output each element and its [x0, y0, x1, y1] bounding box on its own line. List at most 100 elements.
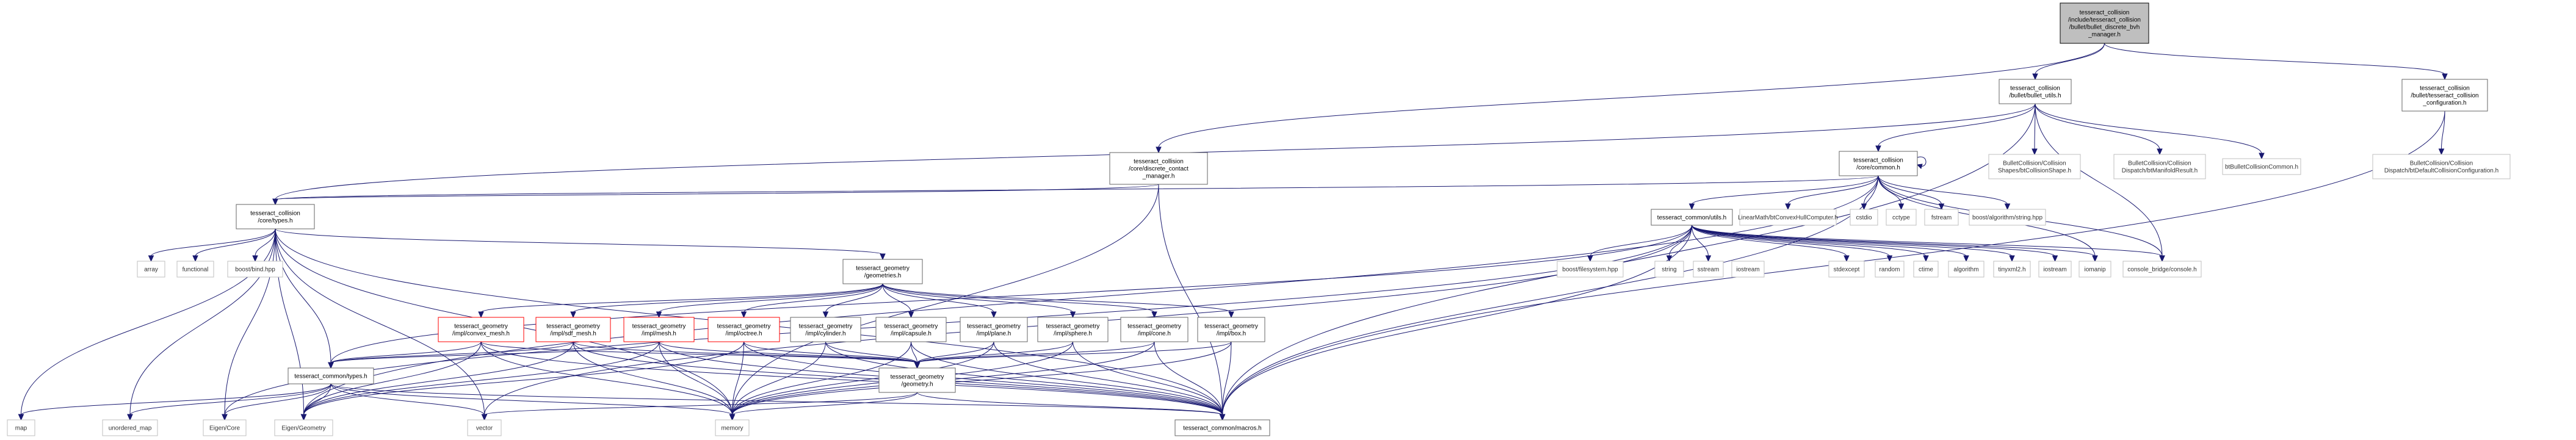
node-common_types[interactable]: tesseract_common/types.h [288, 367, 374, 384]
node-boost_bind[interactable]: boost/bind.hpp [227, 261, 283, 278]
node-eigen_geom[interactable]: Eigen/Geometry [274, 419, 333, 436]
node-convex_hull[interactable]: LinearMath/btConvexHullComputer.h [1738, 209, 1838, 226]
node-string[interactable]: string [1654, 261, 1684, 278]
node-bt_manifold[interactable]: BulletCollision/CollisionDispatch/btMani… [2113, 154, 2206, 179]
edge-line [573, 283, 883, 313]
arrowhead-icon [2442, 73, 2448, 81]
node-capsule[interactable]: tesseract_geometry/impl/capsule.h [875, 317, 947, 342]
node-map[interactable]: map [7, 419, 35, 436]
node-geometries[interactable]: tesseract_geometry/geometries.h [842, 259, 923, 284]
edge-core_common-to-eigen_geom [300, 175, 1879, 421]
node-fstream[interactable]: fstream [1924, 209, 1959, 226]
node-random[interactable]: random [1875, 261, 1905, 278]
node-eigen_core[interactable]: Eigen/Core [203, 419, 247, 436]
edge-core_common-to-core_types [272, 175, 1879, 206]
node-box [623, 317, 695, 342]
edge-line [21, 383, 331, 416]
node-functional[interactable]: functional [176, 261, 214, 278]
node-ctime[interactable]: ctime [1913, 261, 1939, 278]
node-layer: tesseract_collision/include/tesseract_co… [7, 2, 2511, 436]
node-iostream[interactable]: iostream [1731, 261, 1765, 278]
edge-line [330, 383, 485, 416]
node-label-line: tesseract_common/macros.h [1183, 425, 1261, 432]
arrowhead-icon [127, 414, 133, 421]
node-box [1693, 261, 1724, 278]
edge-common_utils-to-macros [1219, 225, 1692, 421]
node-unordered_map[interactable]: unordered_map [102, 419, 158, 436]
node-array[interactable]: array [137, 261, 165, 278]
node-sdf_mesh[interactable]: tesseract_geometry/impl/sdf_mesh.h [535, 317, 611, 342]
node-core_types[interactable]: tesseract_collision/core/types.h [236, 204, 315, 229]
node-box [236, 204, 315, 229]
node-bt_default_cfg[interactable]: BulletCollision/CollisionDispatch/btDefa… [2372, 154, 2511, 179]
node-label-line: string [1662, 267, 1676, 273]
node-stdexcept[interactable]: stdexcept [1828, 261, 1865, 278]
node-box [1924, 209, 1959, 226]
node-common_utils[interactable]: tesseract_common/utils.h [1651, 209, 1733, 226]
arrowhead-icon [1898, 203, 1905, 211]
node-box [2372, 154, 2511, 179]
edge-line [917, 392, 1223, 416]
node-box [707, 317, 780, 342]
node-mesh[interactable]: tesseract_geometry/impl/mesh.h [623, 317, 695, 342]
node-memory[interactable]: memory [715, 419, 750, 436]
edge-common_types-to-eigen_geom [300, 383, 331, 421]
node-cylinder[interactable]: tesseract_geometry/impl/cylinder.h [790, 317, 861, 342]
node-sstream[interactable]: sstream [1693, 261, 1724, 278]
node-bullet_config[interactable]: tesseract_collision/bullet/tesseract_col… [2401, 79, 2488, 112]
edge-line [480, 341, 917, 364]
node-geometry[interactable]: tesseract_geometry/geometry.h [878, 367, 956, 393]
node-console[interactable]: console_bridge/console.h [2122, 261, 2202, 278]
node-boost_fs[interactable]: boost/filesystem.hpp [1557, 261, 1624, 278]
edge-geometries-to-octree [740, 283, 883, 319]
node-sphere[interactable]: tesseract_geometry/impl/sphere.h [1037, 317, 1109, 342]
node-convex_mesh[interactable]: tesseract_geometry/impl/convex_mesh.h [438, 317, 524, 342]
edge-root-to-discrete_contact [1156, 43, 2105, 154]
arrowhead-icon [1069, 311, 1076, 319]
node-macros[interactable]: tesseract_common/macros.h [1174, 419, 1270, 436]
node-label-line: /impl/cone.h [1138, 331, 1171, 337]
node-discrete_contact[interactable]: tesseract_collision/core/discrete_contac… [1109, 152, 1208, 185]
arrowhead-icon [1228, 311, 1234, 319]
node-algorithm[interactable]: algorithm [1948, 261, 1984, 278]
node-plane[interactable]: tesseract_geometry/impl/plane.h [960, 317, 1028, 342]
edge-mesh-to-common_types [328, 341, 659, 369]
node-cctype[interactable]: cctype [1886, 209, 1917, 226]
node-box [1839, 151, 1918, 176]
node-box [1557, 261, 1624, 278]
edge-geometries-to-sdf_mesh [570, 283, 883, 319]
arrowhead-icon [2032, 73, 2038, 81]
node-box [1651, 209, 1733, 226]
node-box [2038, 261, 2072, 278]
node-label-line: tesseract_geometry [1046, 323, 1100, 330]
node-cone[interactable]: tesseract_geometry/impl/cone.h [1120, 317, 1189, 342]
edge-line [330, 341, 659, 364]
node-vector[interactable]: vector [467, 419, 502, 436]
node-bt_common[interactable]: btBulletCollisionCommon.h [2222, 158, 2301, 175]
node-box [102, 419, 158, 436]
edge-line [484, 392, 917, 416]
node-tinyxml2[interactable]: tinyxml2.h [1993, 261, 2031, 278]
edge-common_types-to-unordered_map [127, 383, 331, 421]
node-box [1875, 261, 1905, 278]
node-iomanip[interactable]: iomanip [2079, 261, 2111, 278]
arrowhead-icon [222, 414, 228, 421]
node-bt_collision_shape[interactable]: BulletCollision/CollisionShapes/btCollis… [1988, 154, 2081, 179]
node-octree[interactable]: tesseract_geometry/impl/octree.h [707, 317, 780, 342]
edge-line [825, 341, 1223, 416]
edge-line [275, 228, 304, 416]
node-box [2401, 79, 2488, 112]
edge-line [1222, 341, 1232, 416]
node-label-line: iomanip [2084, 267, 2105, 273]
arrowhead-icon [1923, 255, 1929, 262]
node-box [842, 259, 923, 284]
node-box[interactable]: tesseract_geometry/impl/box.h [1197, 317, 1265, 342]
node-core_common[interactable]: tesseract_collision/core/common.h [1839, 151, 1918, 176]
node-iostream2[interactable]: iostream [2038, 261, 2072, 278]
node-label-line: _manager.h [2088, 32, 2121, 38]
edge-line [911, 341, 917, 364]
node-bullet_utils[interactable]: tesseract_collision/bullet/bullet_utils.… [1999, 79, 2072, 104]
node-cstdio[interactable]: cstdio [1850, 209, 1878, 226]
node-boost_string[interactable]: boost/algorithm/string.hpp [1969, 209, 2046, 226]
node-root[interactable]: tesseract_collision/include/tesseract_co… [2060, 2, 2149, 44]
